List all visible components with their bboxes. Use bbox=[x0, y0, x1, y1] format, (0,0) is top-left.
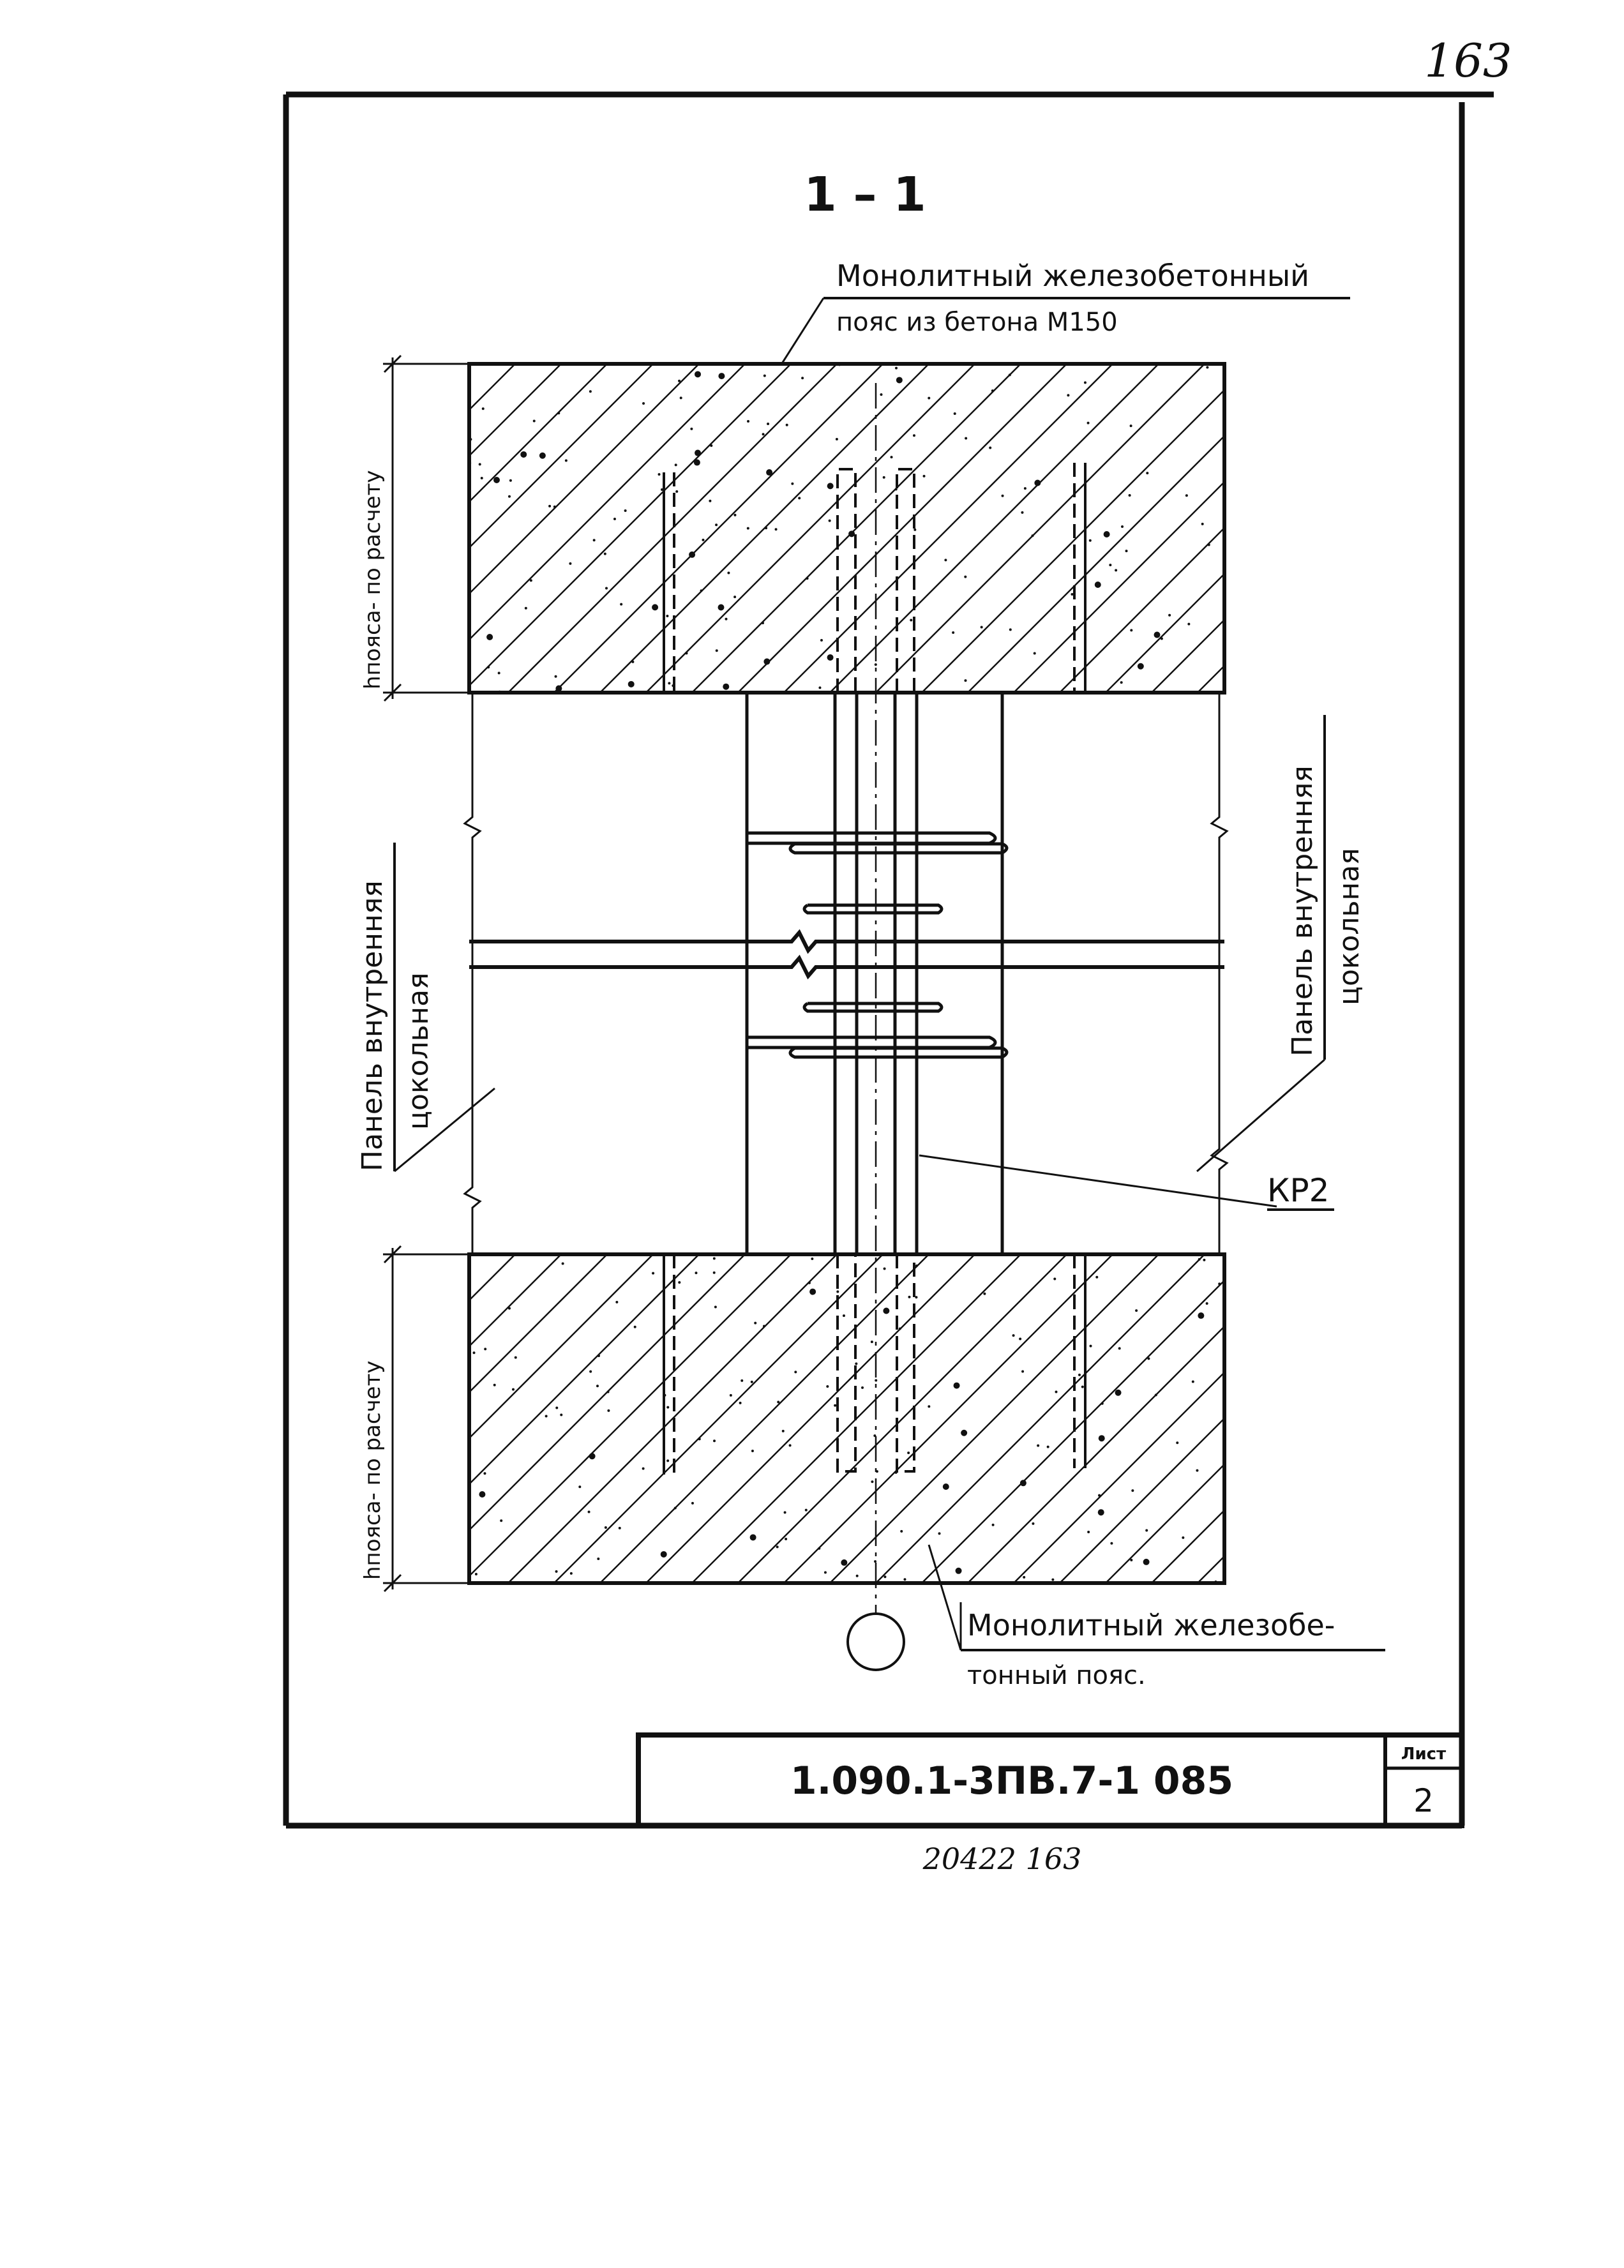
section-title: 1 – 1 bbox=[804, 167, 926, 222]
belt-top-label-line2: пояс из бетона М150 bbox=[836, 308, 1118, 337]
panel-left-label-line1: Панель внутренняя bbox=[356, 880, 389, 1171]
panel-right-label-line2: цокольная bbox=[1333, 848, 1365, 1005]
panel-right-leader bbox=[1196, 1058, 1325, 1173]
bottom-stamp: 20422 163 bbox=[922, 1842, 1082, 1876]
height-top-label: hпояса- по расчету bbox=[360, 470, 386, 689]
kp2-leader bbox=[919, 1154, 1277, 1208]
belt-bottom-label-line1: Монолитный железобе- bbox=[967, 1608, 1335, 1642]
belt-top-label-line1: Монолитный железобетонный bbox=[836, 259, 1309, 293]
concrete-belt-bottom bbox=[467, 1252, 1226, 1585]
dimension-top-belt bbox=[383, 354, 476, 702]
document-code: 1.090.1-3ПВ.7-1 085 bbox=[790, 1759, 1233, 1803]
concrete-belt-top bbox=[467, 362, 1226, 695]
axis-marker-circle bbox=[846, 1612, 905, 1671]
belt-bottom-label-line2: тонный пояс. bbox=[967, 1661, 1146, 1690]
title-block bbox=[636, 1732, 1464, 1828]
panel-right-label-line1: Панель внутренняя bbox=[1286, 765, 1319, 1056]
handwritten-page-number: 163 bbox=[1424, 34, 1512, 87]
panels-zone bbox=[463, 693, 1229, 1254]
panel-left-leader bbox=[394, 1087, 495, 1173]
height-bottom-label: hпояса- по расчету bbox=[360, 1360, 386, 1580]
belt-bottom-leader bbox=[928, 1544, 962, 1651]
kp2-label: КР2 bbox=[1267, 1172, 1329, 1209]
dimension-bottom-belt bbox=[383, 1245, 476, 1593]
sheet-label: Лист bbox=[1401, 1745, 1446, 1764]
panel-left-label-line2: цокольная bbox=[402, 972, 435, 1130]
sheet-number: 2 bbox=[1413, 1782, 1434, 1819]
